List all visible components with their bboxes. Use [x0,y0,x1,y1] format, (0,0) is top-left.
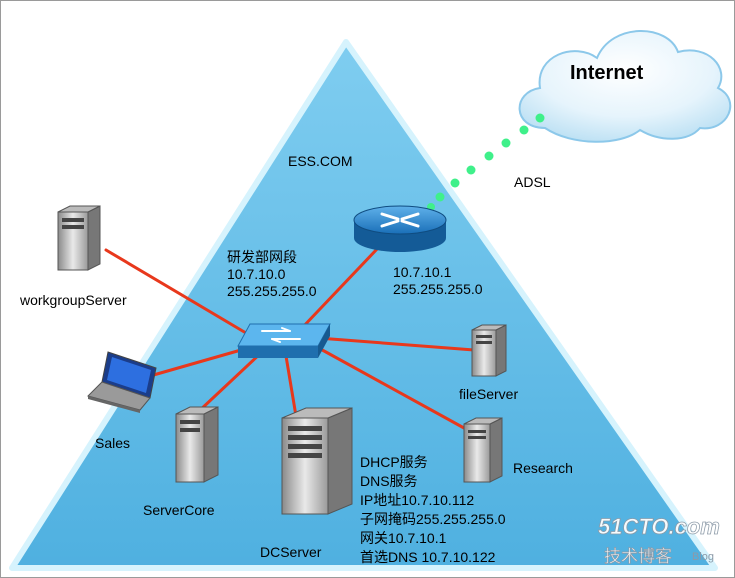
fileserver-icon [471,324,507,377]
link-workgroup [104,248,248,335]
segment-line-3: 255.255.255.0 [227,283,317,299]
domain-label: ESS.COM [288,153,353,169]
adsl-label: ADSL [514,174,551,190]
segment-line-2: 10.7.10.0 [227,266,286,282]
link-router [298,246,380,332]
servercore-icon [175,406,219,483]
link-servercore [196,350,264,414]
dc-line-5: 网关10.7.10.1 [360,530,447,546]
fileserver-label: fileServer [459,386,519,402]
lan-links [104,246,476,430]
workgroup-server-icon [57,205,101,271]
dcserver-label: DCServer [260,544,322,560]
research-label: Research [513,460,573,476]
sales-label: Sales [95,435,131,451]
internet-cloud [518,30,732,143]
servercore-label: ServerCore [143,502,215,518]
adsl-link [427,113,545,211]
link-dcserver [284,354,298,418]
research-server-icon [463,417,503,483]
segment-line-1: 研发部网段 [227,249,297,265]
watermark-blog: Blog [692,551,714,563]
link-fileserver [316,336,476,352]
router-ip: 10.7.10.1 [393,264,452,280]
workgroup-server-label: workgroupServer [20,292,127,308]
router-icon [353,205,447,252]
dc-line-1: DHCP服务 [360,454,428,470]
link-sales [148,346,250,378]
watermark-site: 51CTO.com [598,514,720,539]
router-mask: 255.255.255.0 [393,281,483,297]
dc-line-2: DNS服务 [360,473,418,489]
laptop-icon [87,351,157,413]
dcserver-icon [281,407,353,515]
internet-label: Internet [570,62,644,84]
switch-icon [237,323,331,358]
dc-line-4: 子网掩码255.255.255.0 [360,511,506,527]
watermark-logo: 51CTO.com 技术博客 Blog [598,514,721,568]
watermark-sub: 技术博客 [604,547,672,567]
dc-line-3: IP地址10.7.10.112 [360,492,475,508]
link-research [313,344,466,430]
dc-line-6: 首选DNS 10.7.10.122 [360,549,496,565]
